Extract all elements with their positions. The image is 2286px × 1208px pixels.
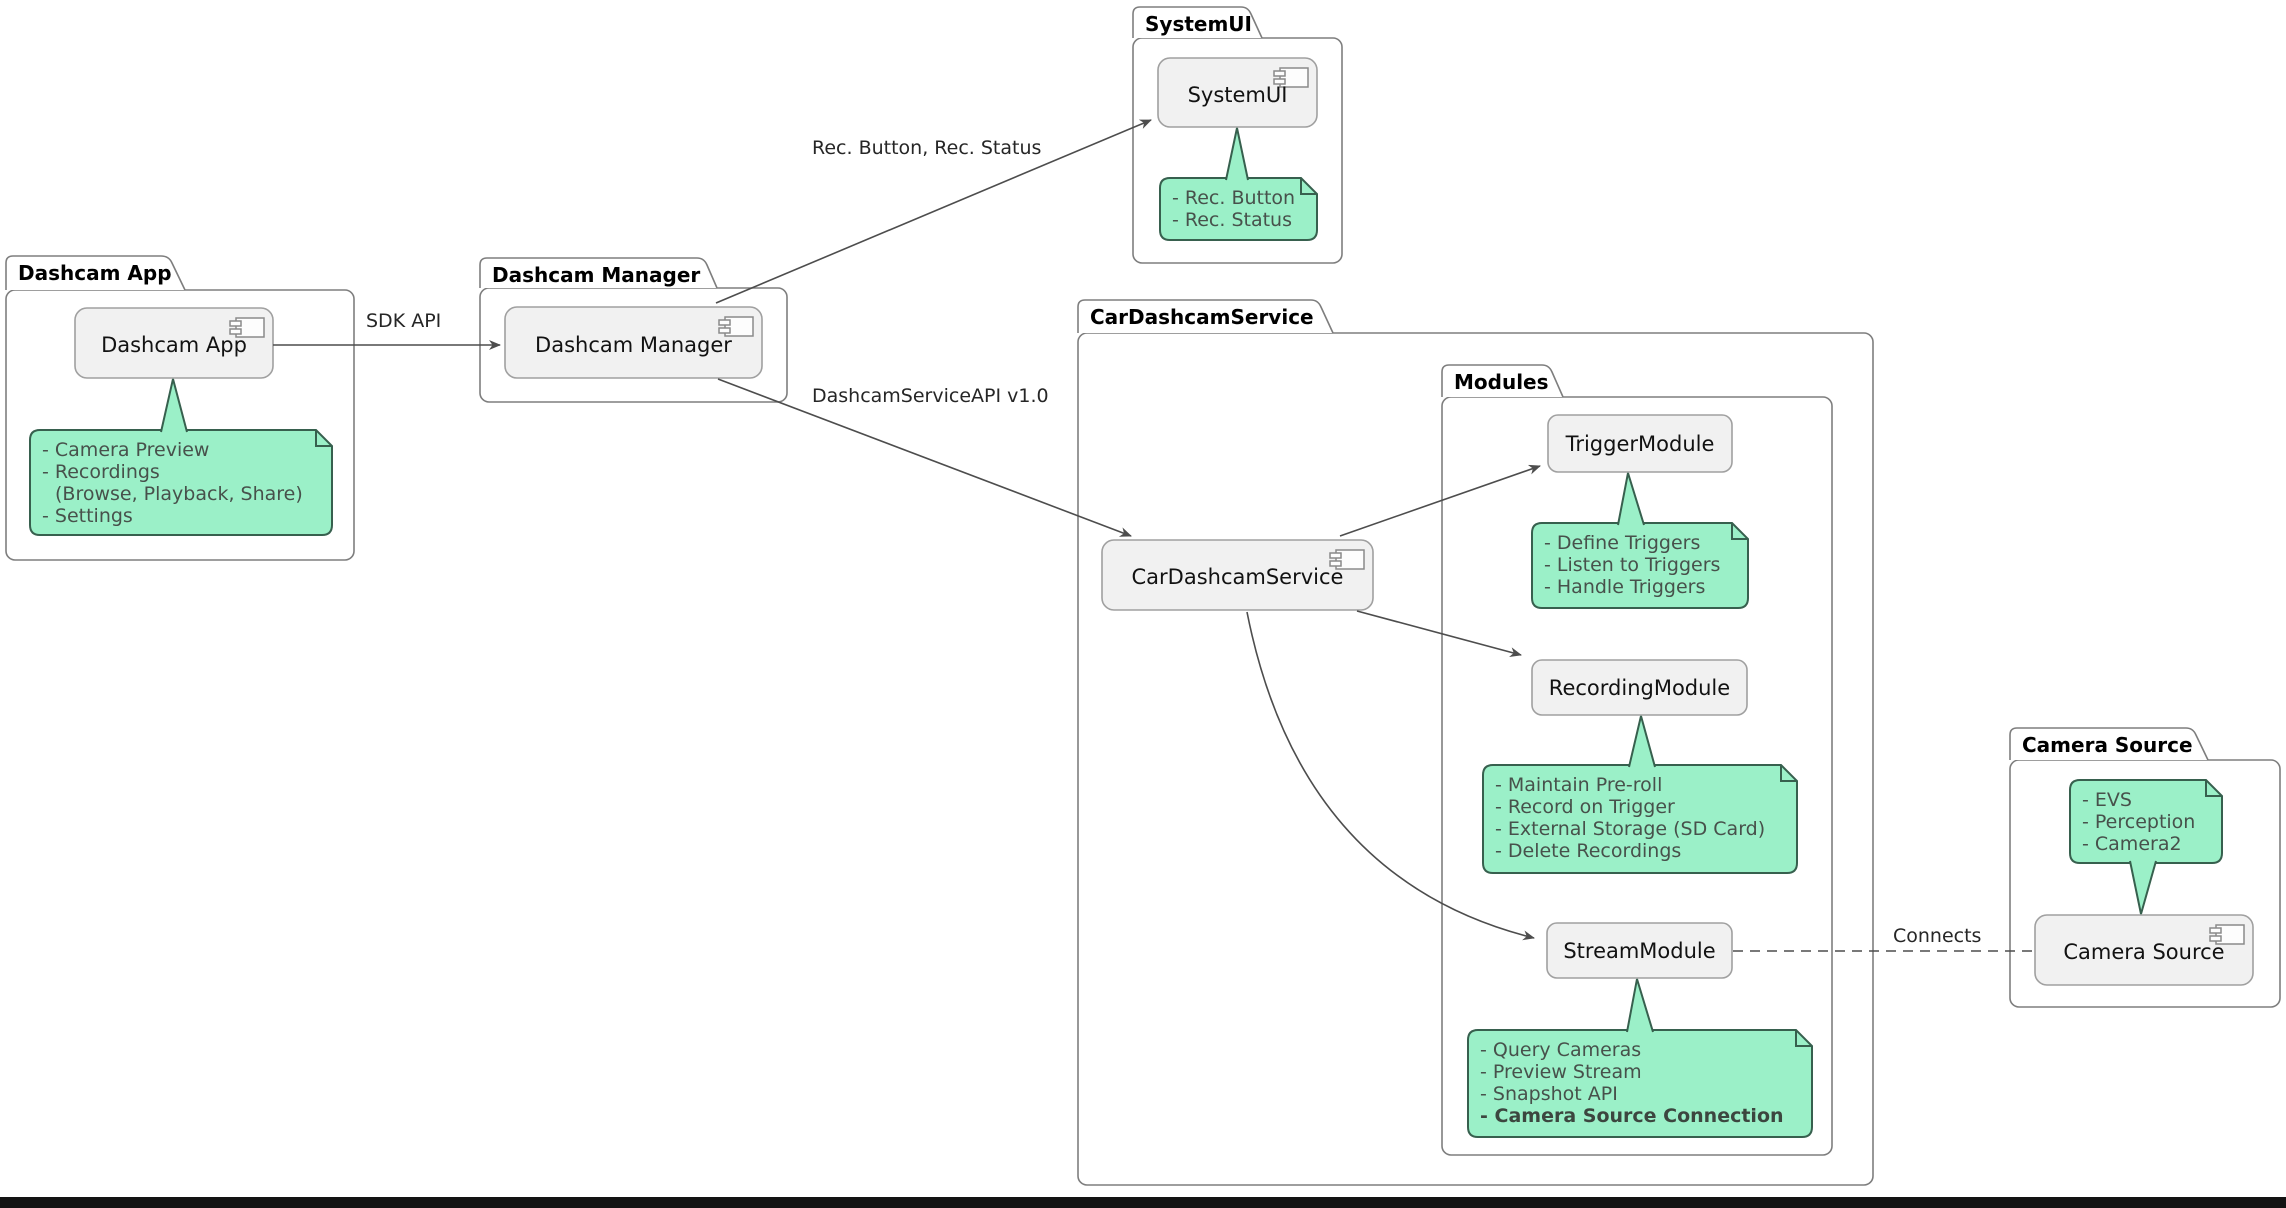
note-trigger-features [1531,522,1749,609]
dashcam-manager-package-tab [479,257,718,289]
note-line: - Delete Recordings [1495,840,1682,862]
note-line: (Browse, Playback, Share) [55,483,303,505]
package-title-dashcam-app: Dashcam App [18,261,172,285]
edge-service-to-streammodule [1246,611,1535,941]
package-title-cardashcamservice: CarDashcamService [1090,305,1314,329]
note-line: - Perception [2082,811,2196,833]
note-fold-icon [1731,523,1748,540]
note-line: - Rec. Status [1172,209,1293,231]
bottom-bar [0,1197,2286,1208]
component-label-dashcam-app: Dashcam App [101,333,247,357]
recordingmodule-component [1531,659,1748,716]
note-line: - Recordings [42,461,160,483]
component-icon [1329,549,1365,570]
note-fold-icon [1795,1030,1812,1047]
component-label-triggermodule: TriggerModule [1565,431,1715,456]
note-fold-icon [1300,178,1317,195]
note-line: - Settings [42,505,133,527]
component-label-streammodule: StreamModule [1563,938,1716,963]
component-icon [1273,67,1309,88]
note-camera-sources [2069,779,2223,864]
note-line: - Handle Triggers [1544,576,1706,598]
note-line: - Preview Stream [1480,1061,1642,1083]
modules-package-tab [1441,364,1564,398]
note-app-features [29,429,333,536]
cardashcamservice-package-tab [1077,299,1334,334]
note-tail [160,378,188,433]
component-icon [229,317,265,338]
package-title-dashcam-manager: Dashcam Manager [492,263,701,287]
edge-service-to-recordingmodule [1356,610,1522,657]
note-text-app-features: - Camera Preview - Recordings (Browse, P… [30,430,344,527]
package-title-camera-source: Camera Source [2022,733,2193,757]
component-label-systemui: SystemUI [1187,82,1288,107]
note-fold-icon [1780,765,1797,782]
note-text-camera-sources: - EVS - Perception - Camera2 [2070,780,2234,855]
note-fold-icon [2205,780,2222,797]
edge-manager-to-service [717,378,1132,537]
note-line: - External Storage (SD Card) [1495,818,1766,840]
note-line: - Rec. Button [1172,187,1296,209]
camera-source-package-tab [2009,727,2209,761]
edge-service-to-triggermodule [1339,464,1541,537]
note-text-trigger-features: - Define Triggers - Listen to Triggers -… [1532,523,1760,598]
component-label-dashcam-manager: Dashcam Manager [535,332,732,357]
note-line: - Define Triggers [1544,532,1701,554]
note-tail [1626,978,1654,1033]
note-stream-features [1467,1029,1813,1138]
streammodule-component [1546,922,1733,979]
edge-label-dashcamserviceapi: DashcamServiceAPI v1.0 [812,385,1049,407]
triggermodule-component [1547,414,1733,473]
note-text-recording-features: - Maintain Pre-roll - Record on Trigger … [1483,765,1809,862]
note-line: - Snapshot API [1480,1083,1618,1105]
note-systemui-features [1159,177,1318,241]
package-title-systemui: SystemUI [1145,12,1252,36]
component-label-camera-source: Camera Source [2063,940,2225,964]
note-line: - Camera2 [2082,833,2182,855]
component-icon [718,316,754,337]
edge-label-rec-button-status: Rec. Button, Rec. Status [812,137,1042,159]
systemui-package-tab [1132,6,1263,39]
camera-source-component [2034,914,2254,986]
note-tail [2129,860,2157,915]
package-title-modules: Modules [1454,370,1549,394]
dashcam-app-package-tab [5,255,186,291]
dashcam-manager-component [504,306,763,379]
note-tail [1225,127,1249,181]
component-icon [2209,924,2245,945]
edge-label-connects: Connects [1893,925,1982,947]
edge-label-sdk-api: SDK API [366,310,442,332]
cardashcamservice-component [1101,539,1374,611]
component-label-cardashcamservice: CarDashcamService [1131,565,1344,589]
note-text-stream-features: - Query Cameras - Preview Stream - Snaps… [1468,1030,1824,1127]
note-line: - Maintain Pre-roll [1495,774,1663,796]
note-line: - EVS [2082,789,2132,811]
note-line: - Camera Preview [42,439,210,461]
dashcam-app-component [74,307,274,379]
note-line: - Camera Source Connection [1480,1105,1784,1127]
note-line: - Query Cameras [1480,1039,1642,1061]
note-tail [1617,472,1645,526]
note-fold-icon [315,430,332,447]
note-recording-features [1482,764,1798,874]
note-text-systemui-features: - Rec. Button - Rec. Status [1160,178,1329,231]
note-line: - Record on Trigger [1495,796,1675,818]
note-tail [1628,715,1656,768]
edge-manager-to-systemui [715,119,1152,304]
component-label-recordingmodule: RecordingModule [1548,675,1731,700]
note-line: - Listen to Triggers [1544,554,1721,576]
